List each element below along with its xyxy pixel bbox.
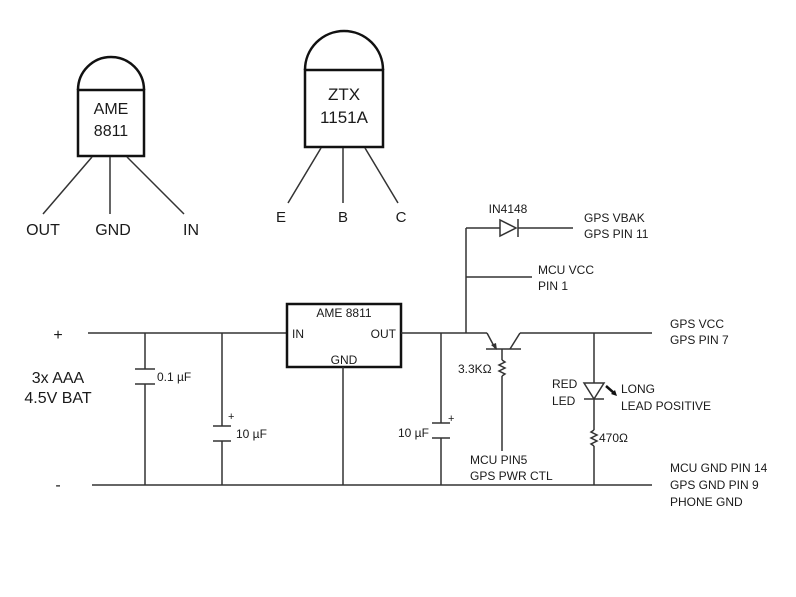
transistor-pin-e-lead xyxy=(287,147,322,204)
regulator-package-line1: AME xyxy=(94,101,129,118)
battery-label-line1: 3x AAA xyxy=(32,370,85,387)
regulator-block-in: IN xyxy=(292,327,304,341)
transistor-package-line2: 1151A xyxy=(320,108,369,127)
diode-in4148: IN4148 xyxy=(489,202,573,238)
capacitor-10uf-output-polarity: + xyxy=(448,413,454,425)
ground-label-line1: MCU GND PIN 14 xyxy=(670,461,768,475)
regulator-package: AME 8811 OUT GND IN xyxy=(26,55,199,239)
led-label-line1: RED xyxy=(552,377,578,391)
gps-vcc-label-line1: GPS VCC xyxy=(670,317,724,331)
regulator-package-body xyxy=(76,88,146,158)
transistor-pin-c-label: C xyxy=(396,209,407,226)
capacitor-10uf-output: + 10 µF xyxy=(398,333,454,485)
gps-vbak-label-line2: GPS PIN 11 xyxy=(584,227,649,241)
regulator-block-gnd: GND xyxy=(331,353,358,367)
base-control-label-line1: MCU PIN5 xyxy=(470,453,528,467)
ground-label-line3: PHONE GND xyxy=(670,495,743,509)
capacitor-10uf-input-polarity: + xyxy=(228,411,234,423)
regulator-pin-out-label: OUT xyxy=(26,222,60,239)
battery-minus-label: - xyxy=(55,477,60,494)
capacitor-0.1uf: 0.1 µF xyxy=(135,333,191,485)
transistor-collector xyxy=(509,332,521,350)
regulator-package-line2: 8811 xyxy=(94,123,129,140)
led-label-line2: LED xyxy=(552,394,576,408)
mcu-vcc-label-line1: MCU VCC xyxy=(538,263,594,277)
transistor-package-dome xyxy=(303,29,385,71)
regulator-pin-in-label: IN xyxy=(183,222,199,239)
diode-label: IN4148 xyxy=(489,202,528,216)
led-branch: RED LED LONG LEAD POSITIVE 470Ω xyxy=(552,333,711,485)
led-note-line2: LEAD POSITIVE xyxy=(621,399,711,413)
transistor-pin-c-lead xyxy=(364,147,399,204)
diode-triangle xyxy=(499,218,518,238)
regulator-block: AME 8811 IN OUT GND xyxy=(285,302,403,485)
regulator-package-dome xyxy=(76,55,146,91)
mcu-vcc-label-line2: PIN 1 xyxy=(538,279,568,293)
regulator-pin-in-lead xyxy=(126,156,185,215)
battery-plus-label: + xyxy=(53,327,62,344)
regulator-pin-out-lead xyxy=(42,156,93,215)
base-resistor-zigzag xyxy=(497,359,507,377)
transistor-pin-b-label: B xyxy=(338,209,348,226)
base-resistor-value: 3.3KΩ xyxy=(458,362,492,376)
led-resistor-zigzag xyxy=(589,429,599,447)
capacitor-0.1uf-value: 0.1 µF xyxy=(157,370,191,384)
battery-label-line2: 4.5V BAT xyxy=(24,390,92,407)
ground-label-line2: GPS GND PIN 9 xyxy=(670,478,759,492)
gps-vbak-label-line1: GPS VBAK xyxy=(584,211,645,225)
led-emission-arrow xyxy=(605,385,615,394)
regulator-block-name: AME 8811 xyxy=(316,306,371,320)
regulator-pin-gnd-label: GND xyxy=(95,222,131,239)
gps-vcc-label-line2: GPS PIN 7 xyxy=(670,333,729,347)
capacitor-10uf-input: + 10 µF xyxy=(213,333,267,485)
base-control-label-line2: GPS PWR CTL xyxy=(470,469,553,483)
regulator-block-out: OUT xyxy=(371,327,397,341)
regulator-block-body xyxy=(285,302,403,369)
capacitor-10uf-output-value: 10 µF xyxy=(398,426,429,440)
led-note-line1: LONG xyxy=(621,382,655,396)
transistor-package-body xyxy=(303,68,385,149)
capacitor-10uf-input-value: 10 µF xyxy=(236,427,267,441)
transistor-switch: 3.3KΩ xyxy=(458,332,652,451)
transistor-package-line1: ZTX xyxy=(328,85,360,104)
transistor-package: ZTX 1151A E B C xyxy=(276,29,407,226)
led-triangle xyxy=(582,382,606,401)
led-resistor-value: 470Ω xyxy=(599,431,628,445)
transistor-pin-e-label: E xyxy=(276,209,286,226)
